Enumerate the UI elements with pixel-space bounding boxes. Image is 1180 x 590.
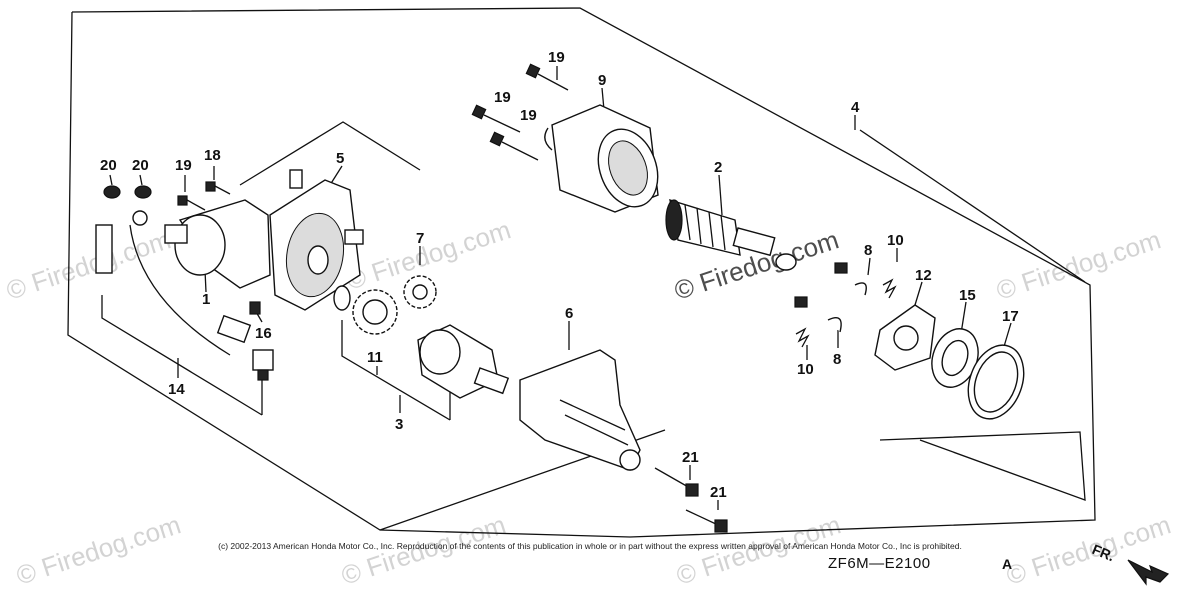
callout-19: 19 xyxy=(494,89,511,106)
front-arrow-icon xyxy=(1127,559,1170,586)
callout-14: 14 xyxy=(168,381,185,398)
callout-9: 9 xyxy=(598,72,606,89)
part-9-yoke-housing xyxy=(544,104,659,213)
callout-10: 10 xyxy=(887,232,904,249)
copyright-notice: (c) 2002-2013 American Honda Motor Co., … xyxy=(218,541,962,551)
callout-8: 8 xyxy=(864,242,872,259)
callout-19: 19 xyxy=(520,107,537,124)
callout-6: 6 xyxy=(565,305,573,322)
callout-8: 8 xyxy=(833,351,841,368)
callout-16: 16 xyxy=(255,325,272,342)
callout-19: 19 xyxy=(548,49,565,66)
part-1-solenoid xyxy=(164,199,271,289)
callout-2: 2 xyxy=(714,159,722,176)
part-17-o-ring xyxy=(967,344,1025,420)
callout-5: 5 xyxy=(336,150,344,167)
callout-7: 7 xyxy=(416,230,424,247)
part-12-brush-holder xyxy=(874,304,936,371)
bracket-group-4 xyxy=(859,129,1086,283)
part-16-plug xyxy=(249,301,274,381)
callout-1: 1 xyxy=(202,291,210,308)
part-7-gear xyxy=(403,275,437,309)
diagram-suffix: A xyxy=(1002,556,1013,572)
part-14-cable xyxy=(95,210,252,356)
callouts: 19 9 19 19 4 2 5 20 20 19 18 7 8 10 12 1… xyxy=(100,49,1019,501)
callout-17: 17 xyxy=(1002,308,1019,325)
callout-20: 20 xyxy=(100,157,117,174)
callout-10: 10 xyxy=(797,361,814,378)
part-3-clutch xyxy=(417,324,510,399)
bracket-group-5 xyxy=(239,121,421,186)
bolts-19 xyxy=(471,63,569,161)
assembly-4-boundary xyxy=(67,7,1096,538)
callout-4: 4 xyxy=(851,99,860,116)
bracket-group-4-bottom xyxy=(879,431,1086,501)
callout-18: 18 xyxy=(204,147,221,164)
bolts-21 xyxy=(654,467,728,533)
part-6-gear-case xyxy=(519,349,641,471)
callout-12: 12 xyxy=(915,267,932,284)
fasteners-18-19-20 xyxy=(103,181,231,211)
watermark: © Firedog.com xyxy=(3,224,175,305)
part-2-armature xyxy=(665,198,797,271)
part-11-gear xyxy=(333,285,398,335)
callout-19: 19 xyxy=(175,157,192,174)
part-15-plate xyxy=(931,328,979,388)
callout-21: 21 xyxy=(682,449,699,466)
diagram-code: ZF6M—E2100 xyxy=(828,555,931,572)
callout-3: 3 xyxy=(395,416,403,433)
callout-11: 11 xyxy=(367,349,383,366)
part-5-front-cover xyxy=(269,169,364,311)
callout-21: 21 xyxy=(710,484,727,501)
callout-20: 20 xyxy=(132,157,149,174)
callout-15: 15 xyxy=(959,287,976,304)
part-8-10-brush-parts xyxy=(794,262,897,348)
